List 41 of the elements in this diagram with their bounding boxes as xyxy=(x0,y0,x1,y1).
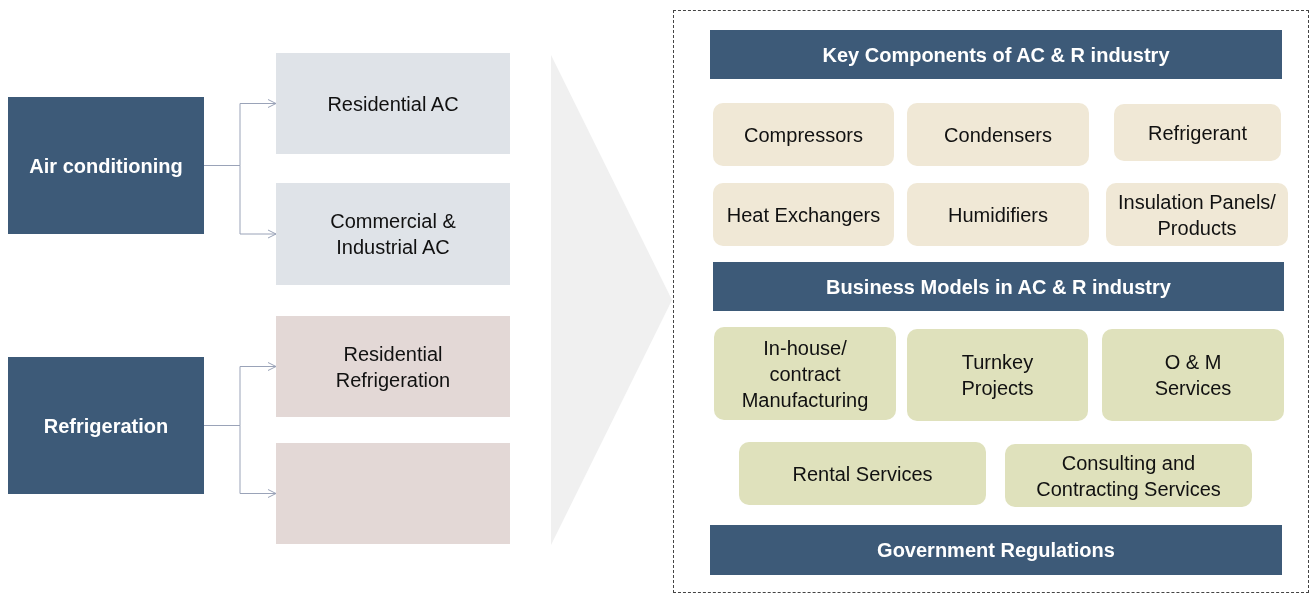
component-card xyxy=(713,103,894,166)
node-text: O & M Services xyxy=(1153,350,1233,401)
header-bar xyxy=(710,525,1282,575)
node-text: Humidifiers xyxy=(948,202,1048,228)
heading-text: Refrigeration xyxy=(43,413,169,439)
category-box xyxy=(8,357,204,494)
business-model-card xyxy=(1005,444,1252,507)
segment-box xyxy=(276,183,510,285)
component-card xyxy=(713,183,894,246)
component-card xyxy=(907,103,1089,166)
heading-text: Government Regulations xyxy=(877,538,1115,563)
node-text: Refrigerant xyxy=(1148,120,1247,146)
component-card xyxy=(907,183,1089,246)
business-model-card xyxy=(907,329,1088,421)
node-text: Insulation Panels/ Products xyxy=(1117,189,1277,241)
node-text: Residential AC xyxy=(327,91,459,117)
component-card xyxy=(1114,104,1281,161)
category-box xyxy=(8,97,204,234)
heading-text: Key Components of AC & R industry xyxy=(822,42,1170,68)
heading-text: Air conditioning xyxy=(29,153,183,179)
component-card xyxy=(1106,183,1288,246)
header-bar xyxy=(713,262,1284,311)
node-text: In-house/ contract Manufacturing xyxy=(740,335,870,413)
heading-text: Business Models in AC & R industry xyxy=(826,274,1171,300)
node-text: Consulting and Contracting Services xyxy=(1035,450,1222,502)
node-text: Condensers xyxy=(944,122,1052,148)
node-text: Commercial & Industrial AC xyxy=(329,209,457,260)
business-model-card xyxy=(714,327,896,420)
segment-box xyxy=(276,53,510,154)
node-text: Rental Services xyxy=(792,461,933,487)
node-text: Heat Exchangers xyxy=(726,202,881,228)
node-text: Compressors xyxy=(744,122,863,148)
dashed-panel xyxy=(673,10,1309,593)
node-text: Residential Refrigeration xyxy=(334,341,452,393)
segment-box xyxy=(276,316,510,417)
business-model-card xyxy=(1102,329,1284,421)
chevron-arrow xyxy=(551,55,672,545)
header-bar xyxy=(710,30,1282,79)
business-model-card xyxy=(739,442,986,505)
node-text: Turnkey Projects xyxy=(960,350,1035,401)
segment-box xyxy=(276,443,510,544)
